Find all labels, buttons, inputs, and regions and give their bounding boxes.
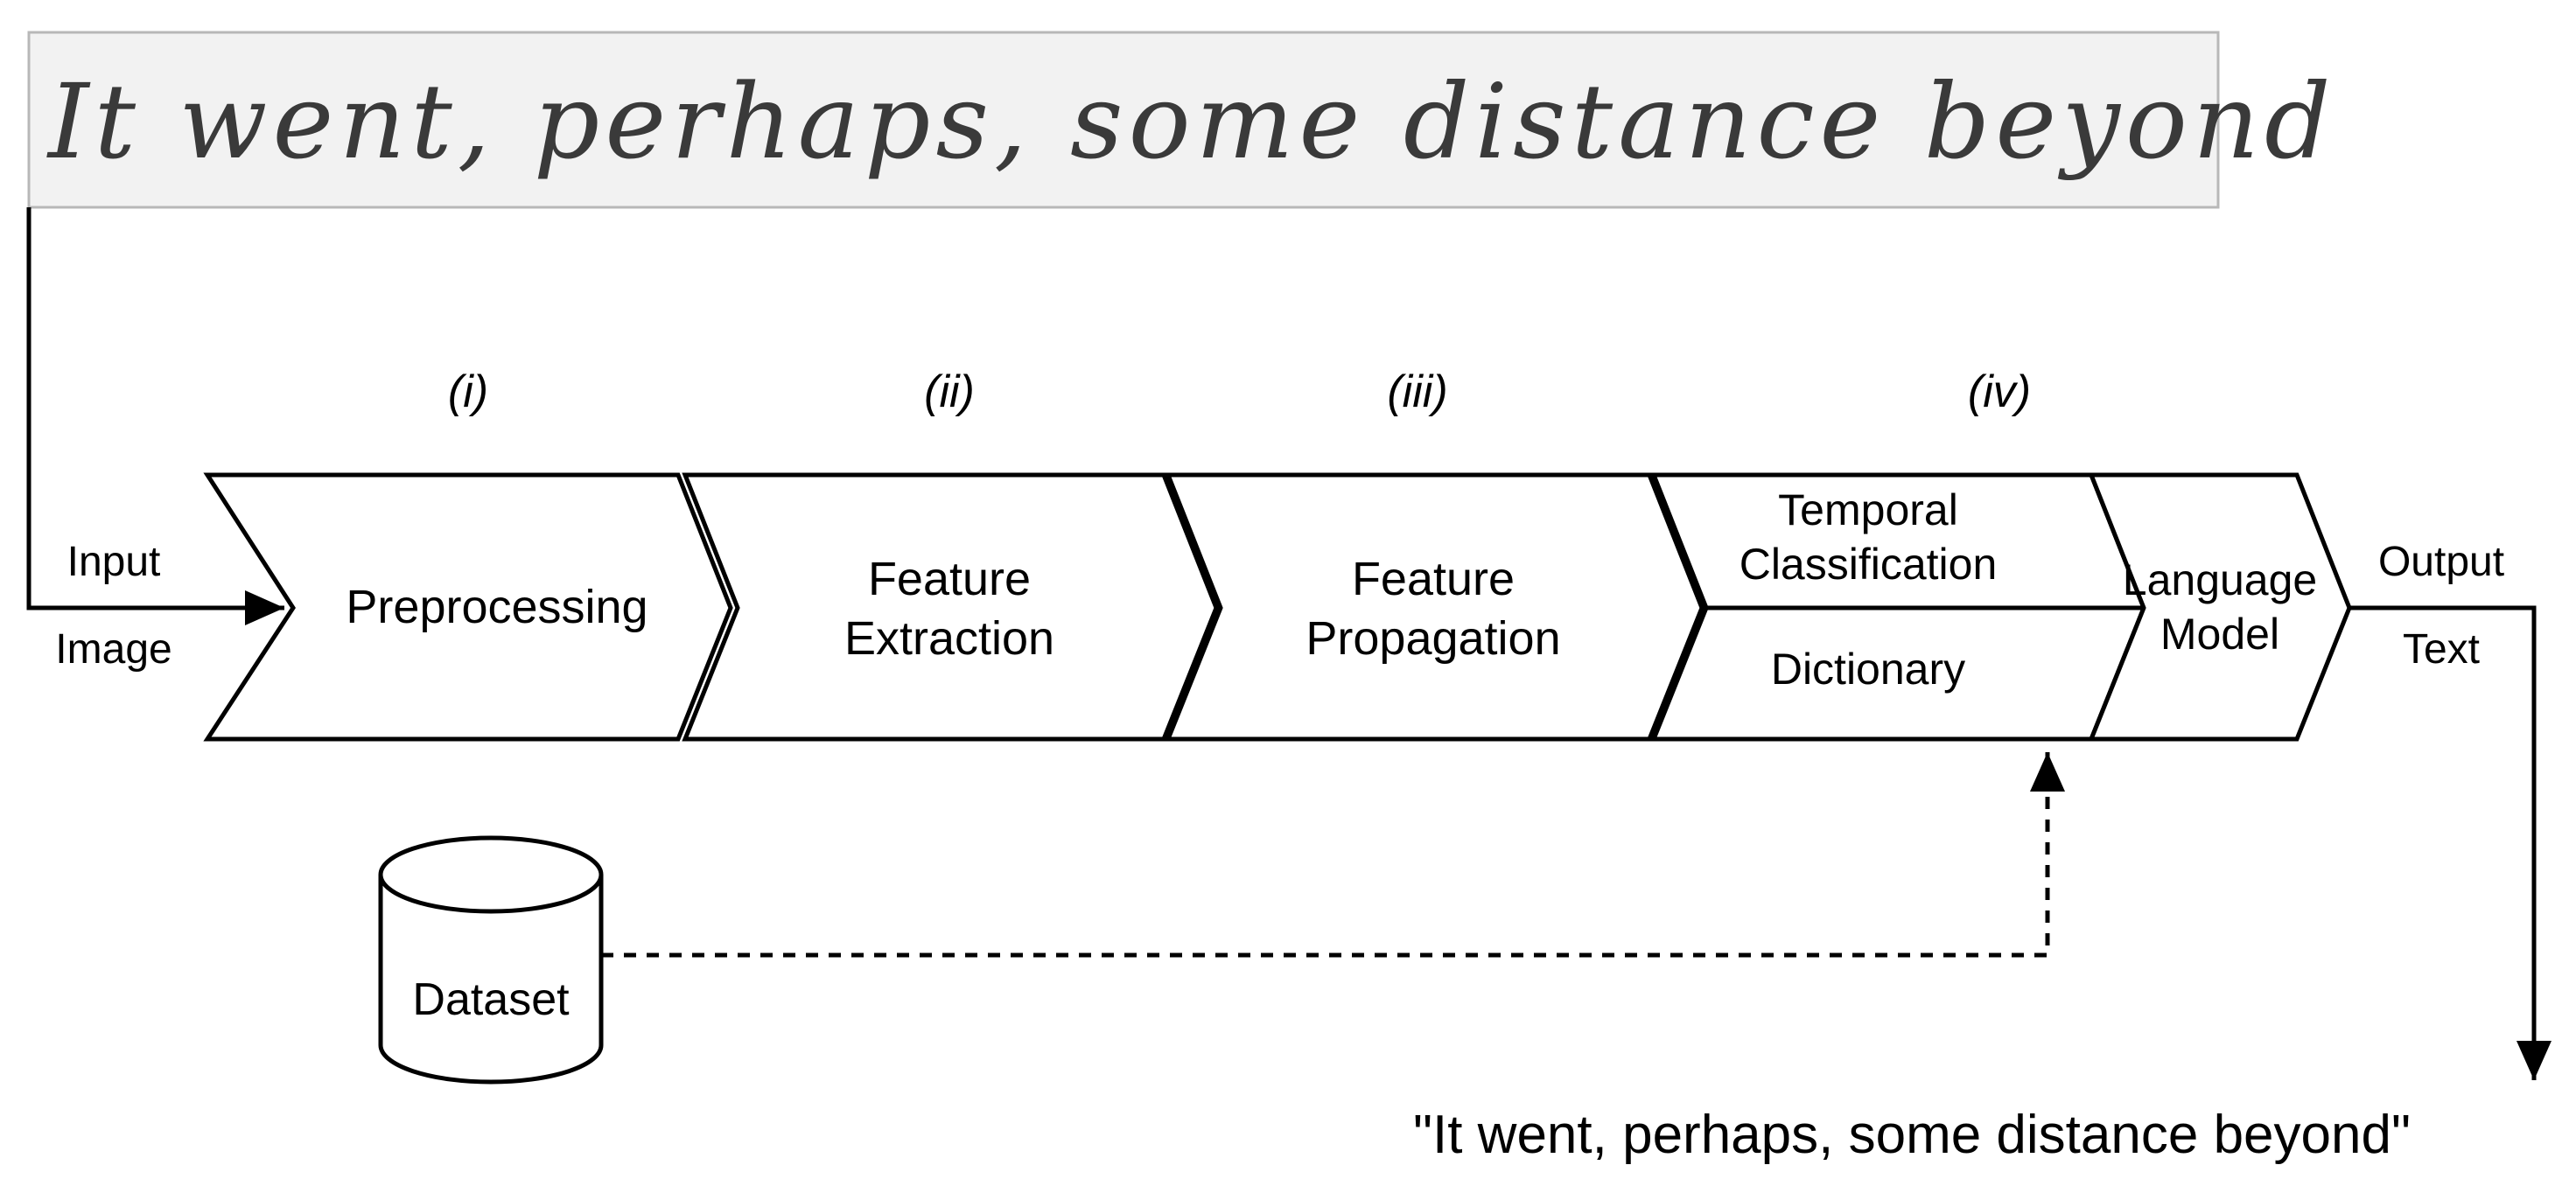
stage-preprocessing: Preprocessing [203,472,733,742]
stage-feature-propagation: Feature Propagation [1165,472,1704,742]
dictionary-label: Dictionary [1771,645,1965,694]
feature-propagation-label-line2: Propagation [1306,612,1560,665]
preprocessing-chevron [203,472,733,742]
output-arrow [2349,605,2552,1080]
language-model-label-line2: Model [2160,610,2279,659]
stage-number-iii: (iii) [1387,366,1447,417]
output-label-line1: Output [2378,539,2504,585]
input-label-line1: Input [67,539,161,585]
output-label-line2: Text [2403,626,2480,673]
stage-feature-extraction: Feature Extraction [682,472,1219,742]
input-arrow [26,207,284,625]
dataset-label: Dataset [412,974,570,1025]
input-image-frame [27,31,2220,209]
handwritten-text: It went, perhaps, some distance beyond [46,61,2336,182]
dataset-cylinder: Dataset [378,835,604,1085]
stage-decoding: Temporal Classification Dictionary Langu… [1650,472,2352,742]
dataset-cylinder-body [378,875,604,1085]
input-handwriting-image: It went, perhaps, some distance beyond [27,31,2336,209]
feature-propagation-label-line1: Feature [1352,553,1515,605]
output-transcription: "It went, perhaps, some distance beyond" [1413,1105,2411,1165]
language-model-hexagon [2088,472,2352,742]
feature-extraction-chevron [682,472,1219,742]
feature-propagation-chevron [1165,472,1704,742]
stage-number-ii: (ii) [924,366,975,417]
dataset-to-decoding-arrow [601,752,2065,958]
stage-number-i: (i) [448,366,488,417]
preprocessing-label: Preprocessing [346,581,648,633]
feature-extraction-label-line2: Extraction [844,612,1054,665]
temporal-classification-label-line1: Temporal [1778,485,1958,534]
temporal-classification-label-line2: Classification [1740,540,1998,589]
stage-number-iv: (iv) [1968,366,2031,417]
dataset-cylinder-top [378,835,604,914]
feature-extraction-label-line1: Feature [868,553,1031,605]
language-model-label-line1: Language [2123,555,2317,604]
input-label-line2: Image [55,626,172,673]
